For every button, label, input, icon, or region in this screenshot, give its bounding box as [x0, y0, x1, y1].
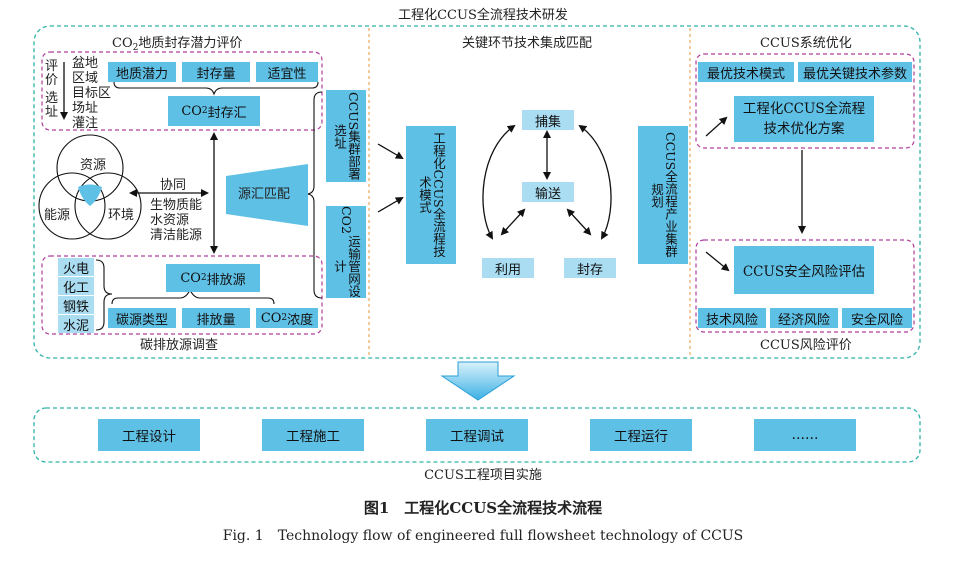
big-down-arrow [440, 361, 516, 401]
synergy-clean-energy: 清洁能源 [150, 228, 203, 243]
outer-frame [33, 25, 921, 359]
industry-power: 火电 [58, 258, 94, 277]
geo-group-frame [41, 51, 323, 131]
site-level-basin: 盆地 [72, 56, 99, 71]
venn-environment-label: 环境 [108, 208, 135, 223]
step-construction: 工程施工 [262, 419, 364, 451]
geo-potential-box: 地质潜力 [108, 62, 176, 82]
diagram-title: 工程化CCUS全流程技术研发 [398, 8, 568, 23]
synergy-label: 协同 [160, 178, 187, 193]
caption-en: Fig. 1 Technology flow of engineered ful… [222, 528, 744, 544]
ccus-mode-box: 工程化CCUS全流程技术模式 [406, 126, 456, 264]
cluster-siting-box: CCUS集群部署选址 [326, 90, 366, 182]
site-step-select: 选址 [45, 91, 59, 120]
site-level-target: 目标区 [72, 86, 112, 101]
cluster-planning-box: CCUS全流程产业集群规划 [638, 126, 688, 264]
synergy-water: 水资源 [150, 213, 190, 228]
optimal-mode-box: 最优技术模式 [698, 62, 794, 82]
industry-chemical: 化工 [58, 277, 94, 296]
transport-box: 输送 [522, 182, 574, 202]
optimal-params-box: 最优关键技术参数 [798, 62, 912, 82]
tech-risk-box: 技术风险 [698, 308, 766, 328]
integration-title: 关键环节技术集成匹配 [462, 36, 593, 51]
match-trapezoid [226, 164, 308, 226]
site-level-region: 区域 [72, 71, 99, 86]
source-sink-match-label: 源汇匹配 [238, 187, 291, 202]
step-design: 工程设计 [98, 419, 200, 451]
economic-risk-box: 经济风险 [770, 308, 838, 328]
step-commissioning: 工程调试 [426, 419, 528, 451]
safety-risk-box: 安全风险 [842, 308, 912, 328]
geo-evaluation-title: CO2地质封存潜力评价 [112, 36, 243, 53]
utilize-box: 利用 [482, 258, 534, 278]
emission-amount-box: 排放量 [182, 308, 250, 328]
synergy-biomass: 生物质能 [150, 198, 203, 213]
optimization-plan-box: 工程化CCUS全流程 技术优化方案 [734, 96, 874, 142]
storage-box: 封存 [564, 258, 616, 278]
risk-evaluation-title: CCUS风险评价 [760, 338, 852, 353]
step-more: …… [754, 419, 856, 451]
opt-group-frame [695, 53, 915, 149]
step-operation: 工程运行 [590, 419, 692, 451]
venn-energy-label: 能源 [44, 208, 71, 223]
carbon-source-type-box: 碳源类型 [108, 308, 176, 328]
implementation-frame [33, 407, 921, 463]
storage-amount-box: 封存量 [182, 62, 250, 82]
caption-cn: 图1 工程化CCUS全流程技术流程 [363, 499, 603, 517]
risk-group-frame [695, 239, 915, 333]
emission-group-frame [41, 255, 323, 335]
implementation-label: CCUS工程项目实施 [424, 468, 542, 483]
suitability-box: 适宜性 [256, 62, 318, 82]
industry-steel: 钢铁 [58, 296, 94, 315]
site-level-site: 场址 [72, 101, 99, 116]
site-level-injection: 灌注 [72, 116, 99, 131]
emission-survey-title: 碳排放源调查 [140, 338, 219, 353]
venn-resources-label: 资源 [80, 158, 107, 173]
capture-box: 捕集 [522, 110, 574, 130]
site-step-evaluate: 评价 [45, 59, 59, 88]
system-optimization-title: CCUS系统优化 [760, 36, 852, 51]
risk-assessment-box: CCUS安全风险评估 [734, 246, 874, 294]
industry-cement: 水泥 [58, 315, 94, 334]
